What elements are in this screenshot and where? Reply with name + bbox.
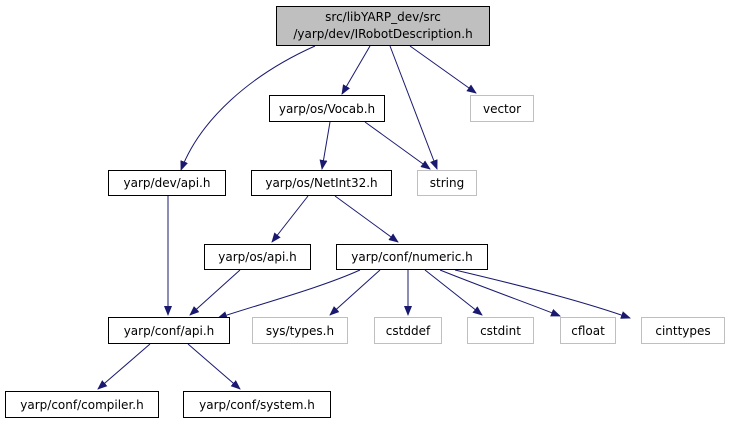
- node-system[interactable]: yarp/conf/system.h: [183, 391, 331, 418]
- edge-root-vector: [409, 45, 477, 94]
- edge-conf-api-system: [187, 343, 241, 390]
- edge-vocab-netint32: [319, 121, 331, 170]
- node-compiler[interactable]: yarp/conf/compiler.h: [5, 391, 159, 418]
- node-cstdint: cstdint: [467, 317, 534, 344]
- edge-numeric-sys-types: [329, 269, 381, 316]
- node-cinttypes: cinttypes: [641, 317, 725, 344]
- root-line-1: src/libYARP_dev/src: [325, 10, 441, 24]
- edge-vocab-string: [364, 121, 431, 170]
- edge-root-vocab: [341, 45, 371, 95]
- node-vocab[interactable]: yarp/os/Vocab.h: [269, 95, 385, 122]
- root-line-2: /yarp/dev/IRobotDescription.h: [293, 27, 473, 41]
- edge-numeric-cfloat: [439, 269, 561, 317]
- edge-netint32-os-api: [271, 195, 309, 243]
- node-cfloat: cfloat: [560, 317, 616, 344]
- edge-netint32-numeric: [334, 195, 399, 243]
- node-netint32[interactable]: yarp/os/NetInt32.h: [251, 170, 392, 196]
- edge-os-api-conf-api: [189, 269, 241, 316]
- edge-numeric-conf-api: [217, 269, 361, 319]
- node-os-api[interactable]: yarp/os/api.h: [204, 244, 311, 270]
- edge-numeric-cstdint: [424, 269, 483, 316]
- node-conf-api[interactable]: yarp/conf/api.h: [108, 317, 230, 344]
- node-numeric[interactable]: yarp/conf/numeric.h: [336, 244, 488, 270]
- node-string: string: [417, 170, 477, 196]
- node-dev-api[interactable]: yarp/dev/api.h: [108, 170, 226, 196]
- node-sys-types: sys/types.h: [252, 317, 348, 344]
- node-root-irobotdescription[interactable]: src/libYARP_dev/src /yarp/dev/IRobotDesc…: [276, 6, 490, 46]
- node-vector: vector: [470, 95, 534, 122]
- node-cstddef: cstddef: [374, 317, 442, 344]
- edge-root-string: [389, 45, 438, 170]
- edge-root-dev-api: [180, 45, 316, 171]
- edge-numeric-cinttypes: [454, 269, 631, 319]
- edge-conf-api-compiler: [97, 343, 151, 390]
